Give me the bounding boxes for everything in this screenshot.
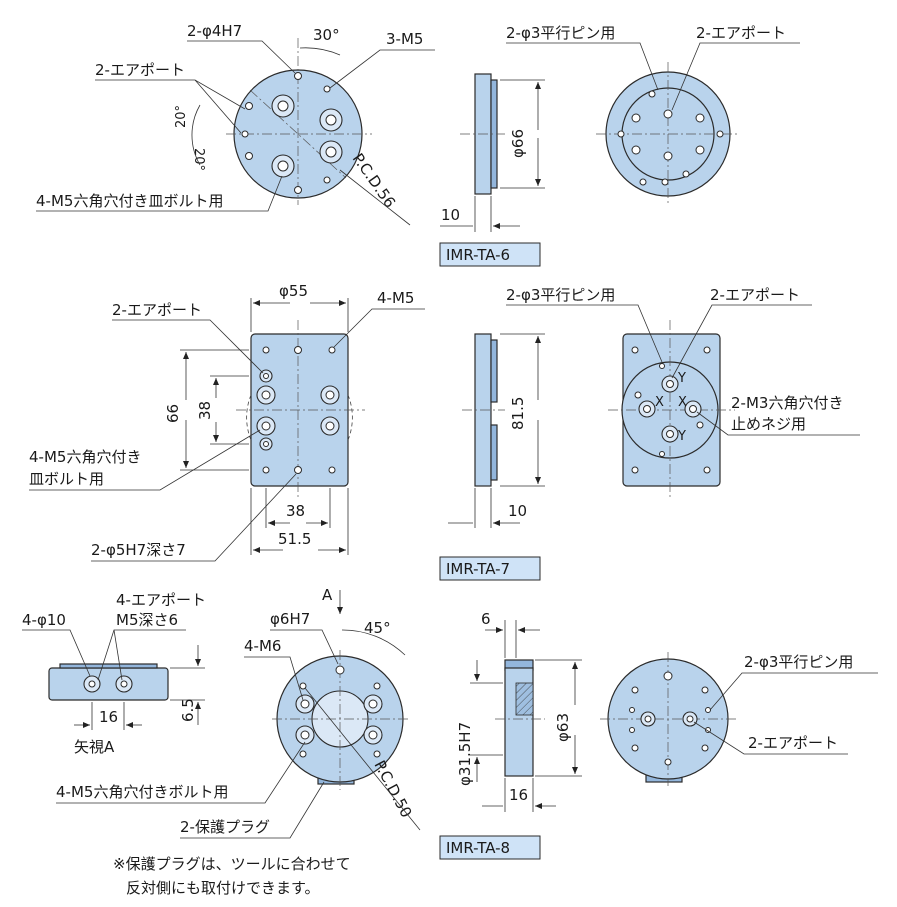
label-plug: 2-保護プラグ	[180, 818, 270, 836]
imr-ta-8-arrow-view: 16 矢視A 6.5 4-φ10 4-エアポート M5深さ6	[22, 591, 206, 756]
imr-ta-7-front-annotations: φ55 4-M5 2-エアポート 66 38 4-M5六角穴付き 皿ボルト用 3…	[29, 282, 425, 562]
label-pin-hole: 2-φ4H7	[187, 22, 242, 40]
label-pcd-50: P.C.D.50	[370, 757, 415, 820]
label-dia-6h7: φ6H7	[270, 610, 310, 628]
model-tag-ta7: IMR-TA-7	[446, 560, 510, 578]
label-3-m5: 3-M5	[386, 30, 423, 48]
label-pin-parallel-ta7: 2-φ3平行ピン用	[506, 286, 615, 304]
label-dim-10-ta6: 10	[441, 206, 460, 224]
label-dim-16-b: 16	[509, 786, 528, 804]
imr-ta-6-tag: IMR-TA-6	[439, 242, 541, 267]
label-angle-20b: 20°	[191, 148, 206, 171]
label-air-port-right-ta7: 2-エアポート	[710, 286, 800, 304]
imr-ta-6-rear-view	[596, 62, 740, 206]
label-dim-81-5: 81.5	[509, 397, 527, 430]
label-dia-10: 4-φ10	[22, 611, 66, 629]
imr-ta-8-rear-view	[600, 652, 736, 786]
note-line-1: ※保護プラグは、ツールに合わせて	[113, 855, 351, 873]
label-air4-1: 4-エアポート	[116, 591, 206, 609]
model-tag-ta6: IMR-TA-6	[446, 246, 510, 264]
label-air-port-ta7: 2-エアポート	[112, 301, 202, 319]
imr-ta-7-rear-view: Y Y X X	[608, 320, 735, 500]
imr-ta-6-front-view	[226, 38, 372, 205]
label-countersink-ta6: 4-M5六角穴付き皿ボルト用	[36, 192, 223, 210]
imr-ta-7-tag: IMR-TA-7	[439, 556, 541, 581]
label-pin-parallel-ta8: 2-φ3平行ピン用	[744, 653, 853, 671]
label-air-port-right-ta6: 2-エアポート	[696, 24, 786, 42]
label-dia-66: φ66	[509, 129, 527, 158]
label-pin-depth: 2-φ5H7深さ7	[91, 541, 186, 559]
imr-ta-8-front-annotations: A φ6H7 45° 4-M6 4-M5六角穴付きボルト用 2-保護プラグ P.…	[56, 586, 421, 839]
mark-x-right: X	[678, 395, 687, 410]
imr-ta-8-side-view: 6 φ63 φ31.5H7 16	[456, 610, 582, 812]
label-air-port-left: 2-エアポート	[95, 61, 185, 79]
label-dim-10-ta7: 10	[508, 502, 527, 520]
label-dim-6-5: 6.5	[179, 698, 197, 722]
label-dim-38-h: 38	[286, 502, 305, 520]
label-dim-66: 66	[164, 404, 182, 423]
label-dim-38-v: 38	[196, 401, 214, 420]
imr-ta-6-rear-annotations: 2-φ3平行ピン用 2-エアポート	[506, 24, 800, 111]
mark-y-top: Y	[677, 371, 686, 386]
imr-ta-7-rear-annotations: 2-φ3平行ピン用 2-エアポート 2-M3六角穴付き 止めネジ用	[506, 286, 860, 436]
model-tag-ta8: IMR-TA-8	[446, 839, 510, 857]
label-dia-31-5: φ31.5H7	[456, 722, 474, 786]
imr-ta-8-front-view	[272, 650, 410, 790]
label-countersink-ta7-2: 皿ボルト用	[29, 470, 104, 488]
footnote: ※保護プラグは、ツールに合わせて 反対側にも取付けできます。	[113, 855, 351, 897]
label-set-screw-2: 止めネジ用	[731, 415, 806, 433]
label-angle-20a: 20°	[174, 105, 189, 128]
imr-ta-6-side-view: φ66 10	[440, 73, 545, 232]
label-air-port-right-ta8: 2-エアポート	[748, 734, 838, 752]
label-angle-30: 30°	[313, 26, 340, 44]
label-dim-51-5: 51.5	[278, 530, 311, 548]
label-set-screw-1: 2-M3六角穴付き	[731, 394, 843, 412]
imr-ta-8-tag: IMR-TA-8	[439, 835, 541, 860]
mark-y-bottom: Y	[677, 429, 686, 444]
note-line-2: 反対側にも取付けできます。	[126, 879, 320, 897]
label-dia-63: φ63	[554, 713, 572, 742]
mark-x-left: X	[655, 395, 664, 410]
imr-ta-7-side-view: 81.5 10	[448, 333, 545, 528]
label-angle-45: 45°	[364, 619, 391, 637]
label-dia-55: φ55	[279, 282, 308, 300]
label-pin-parallel-ta6: 2-φ3平行ピン用	[506, 24, 615, 42]
label-bolt-ta8: 4-M5六角穴付きボルト用	[56, 783, 228, 801]
label-pcd-56: P.C.D.56	[349, 150, 399, 211]
label-4-m5: 4-M5	[377, 289, 414, 307]
label-dim-6: 6	[481, 610, 491, 628]
label-countersink-ta7-1: 4-M5六角穴付き	[29, 448, 141, 466]
imr-ta-8-rear-annotations: 2-φ3平行ピン用 2-エアポート	[693, 653, 878, 755]
label-4-m6: 4-M6	[244, 637, 281, 655]
label-dim-16-a: 16	[99, 708, 118, 726]
label-air4-2: M5深さ6	[116, 611, 178, 629]
imr-ta-7-front-view	[236, 320, 365, 500]
mark-a: A	[322, 586, 333, 604]
label-view-a: 矢視A	[74, 738, 115, 756]
